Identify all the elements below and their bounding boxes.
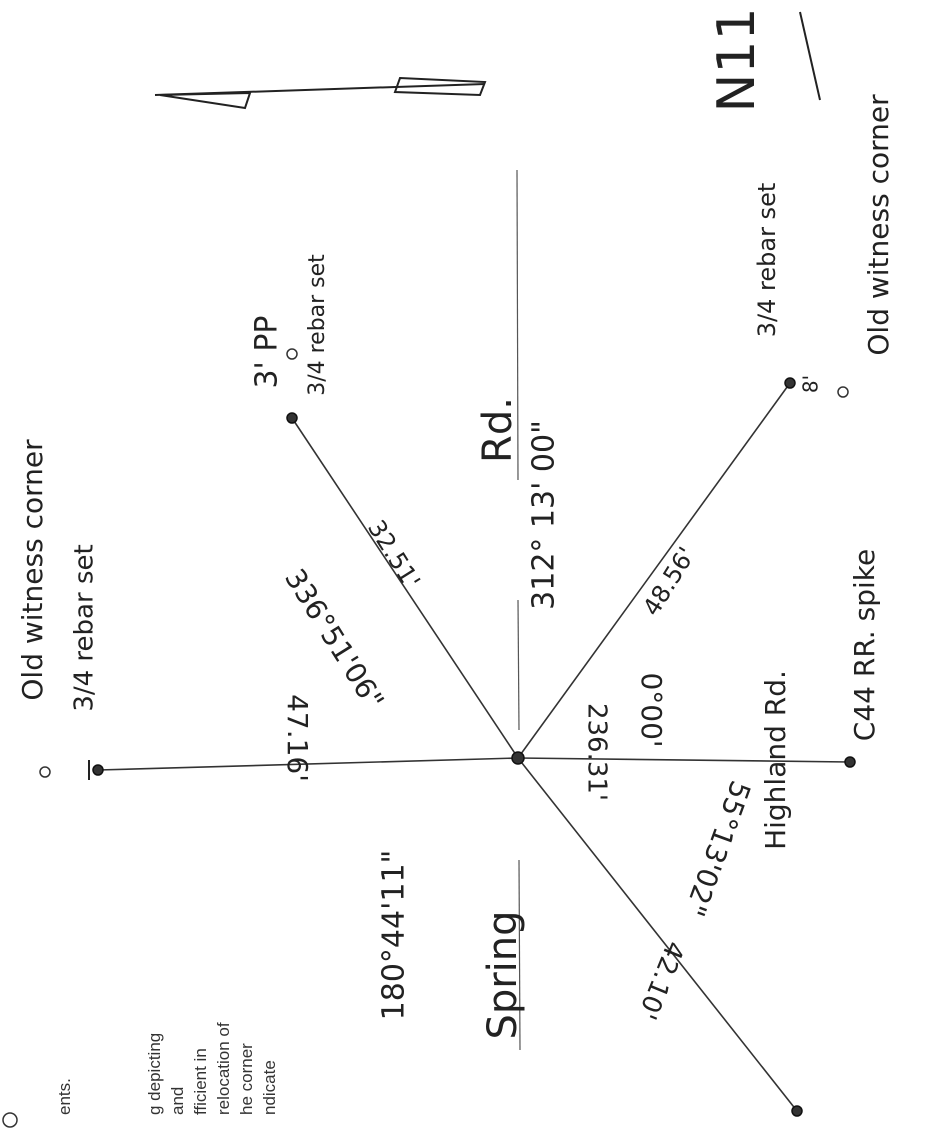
ray-upper-left xyxy=(291,417,519,759)
right-old-witness-label: Old witness corner xyxy=(862,94,895,356)
ray-left xyxy=(97,757,519,771)
upper-left-pp-marker xyxy=(286,348,298,360)
upper-left-rebar-marker xyxy=(286,412,298,424)
road-line-middle xyxy=(517,599,520,731)
sheet-label-underline xyxy=(799,11,821,101)
rr-spike-label: C44 RR. spike xyxy=(848,549,881,741)
caption-line-7: ents. xyxy=(55,1078,74,1115)
road-name-top: Rd. xyxy=(475,397,521,463)
caption-line-6: ndicate xyxy=(260,1060,279,1115)
upper-left-bearing: 336°51'06" xyxy=(278,563,390,716)
upper-left-pp-label: 3' PP xyxy=(250,315,285,388)
north-arrow-icon xyxy=(154,76,487,110)
caption-line-2: and xyxy=(168,1087,187,1115)
rr-spike-marker xyxy=(844,756,856,768)
control-point xyxy=(511,751,525,765)
left-old-witness-marker xyxy=(39,766,51,778)
ray-lower-right xyxy=(517,757,798,1112)
lower-right-bearing: 55°13'02" xyxy=(678,776,757,920)
caption-line-3: fficient in xyxy=(191,1048,210,1115)
upper-left-rebar-label: 3/4 rebar set xyxy=(305,254,330,396)
caption-line-4: relocation of xyxy=(214,1022,233,1115)
road-name-east: Highland Rd. xyxy=(759,670,792,850)
ray-upper-right xyxy=(517,382,791,759)
right-old-witness-marker xyxy=(837,386,849,398)
right-rebar-label: 3/4 rebar set xyxy=(753,183,781,337)
right-rebar-marker xyxy=(784,377,796,389)
upper-right-bearing: 312° 13' 00" xyxy=(527,420,562,610)
lower-bearing: 180°44'11" xyxy=(377,850,412,1021)
upper-left-distance: 32.51' xyxy=(362,515,426,594)
caption-line-5: he corner xyxy=(237,1043,256,1115)
right-distance: 236.31' xyxy=(582,703,612,801)
left-distance: 47.16' xyxy=(281,694,314,782)
sheet-label: N11 xyxy=(707,7,767,112)
right-marker-label: 8' xyxy=(799,375,823,393)
road-line-top xyxy=(516,169,519,481)
ray-right xyxy=(517,757,851,763)
left-rebar-label: 3/4 rebar set xyxy=(70,544,100,711)
right-bearing: 0°00' xyxy=(635,672,668,747)
caption-line-1: g depicting xyxy=(145,1033,164,1115)
left-rebar-marker xyxy=(92,764,104,776)
road-line-bottom xyxy=(518,859,521,1051)
lower-right-marker xyxy=(791,1105,803,1117)
left-old-witness-label: Old witness corner xyxy=(16,439,49,701)
road-name-bottom: Spring xyxy=(480,910,526,1039)
caption-fragment-glyph xyxy=(2,1112,18,1128)
lower-right-distance: 42.10' xyxy=(631,937,689,1024)
